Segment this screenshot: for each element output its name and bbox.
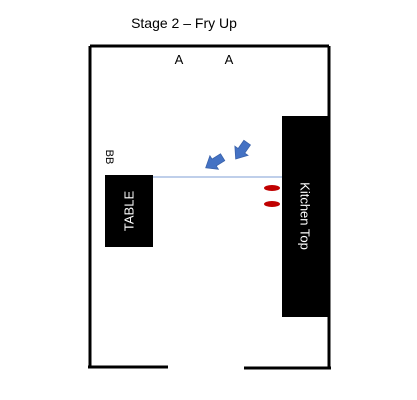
kitchen-counter-shape: [282, 116, 328, 317]
kitchen-counter-label: Kitchen Top: [298, 182, 313, 250]
arrow-icon: [205, 153, 226, 170]
room-walls: [88, 44, 331, 370]
position-label-bb: BB: [103, 150, 115, 165]
table-label: TABLE: [122, 191, 137, 232]
arrow-icon: [234, 139, 251, 160]
position-label-a-left: A: [175, 52, 184, 67]
position-label-a-right: A: [225, 52, 234, 67]
diagram-title: Stage 2 – Fry Up: [131, 15, 237, 31]
table: TABLE: [105, 175, 153, 247]
red-oval-marker: [264, 185, 280, 191]
kitchen-counter: Kitchen Top: [282, 116, 328, 317]
red-oval-marker: [264, 201, 280, 207]
table-shape: [105, 175, 153, 247]
